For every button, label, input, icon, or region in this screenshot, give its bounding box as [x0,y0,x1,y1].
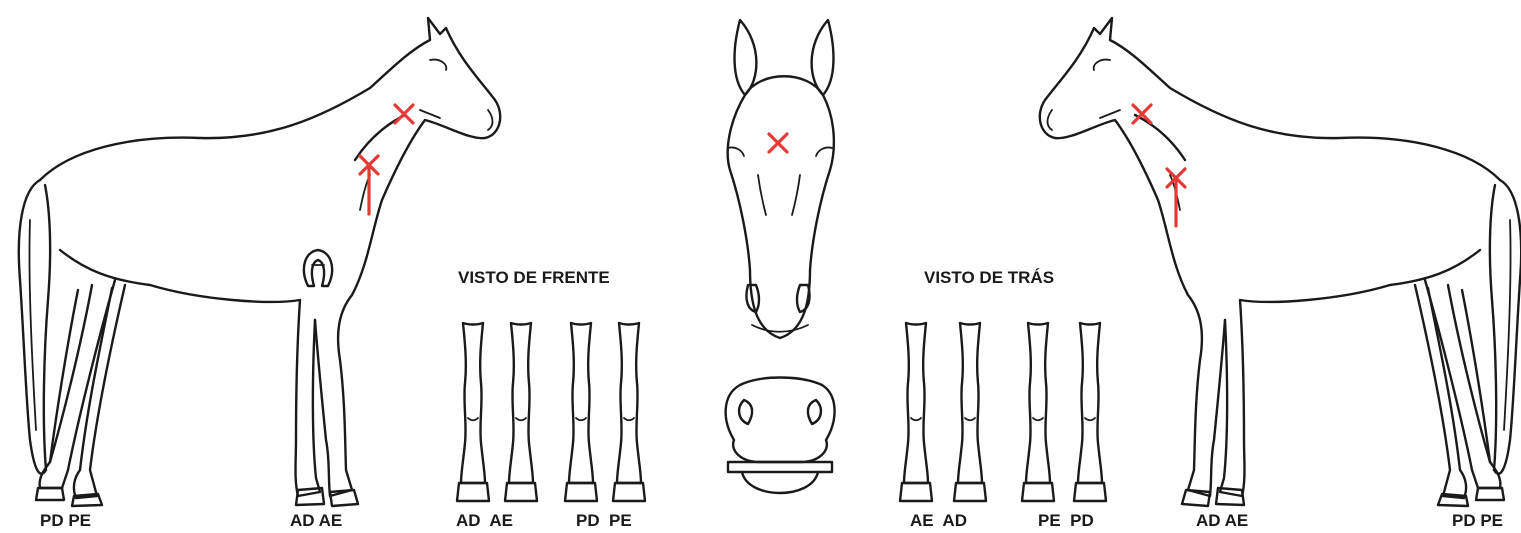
rear-view-legs [900,323,1106,501]
muzzle-view [726,378,835,494]
head-front-view [728,20,834,338]
front-view-legs [457,323,645,501]
rear-view-fore-label: AE AD [910,511,967,530]
left-horse [19,18,500,506]
cross-marking-icon [769,134,787,152]
rear-view-hind-label: PE PD [1038,511,1094,530]
whorl-marking-icon [1167,169,1185,226]
front-view-hind-label: PD PE [576,511,632,530]
front-view-title: VISTO DE FRENTE [458,268,610,287]
right-horse [1040,18,1521,506]
left-horse-hind-label: PD PE [40,511,91,530]
horseshoe-icon [304,250,332,286]
cross-marking-icon [395,105,413,123]
front-view-fore-label: AD AE [456,511,513,530]
cross-marking-icon [1133,105,1151,123]
right-horse-fore-label: AD AE [1196,511,1248,530]
rear-view-title: VISTO DE TRÁS [924,268,1054,287]
right-horse-hind-label: PD PE [1452,511,1503,530]
whorl-marking-icon [360,156,378,214]
left-horse-fore-label: AD AE [290,511,342,530]
